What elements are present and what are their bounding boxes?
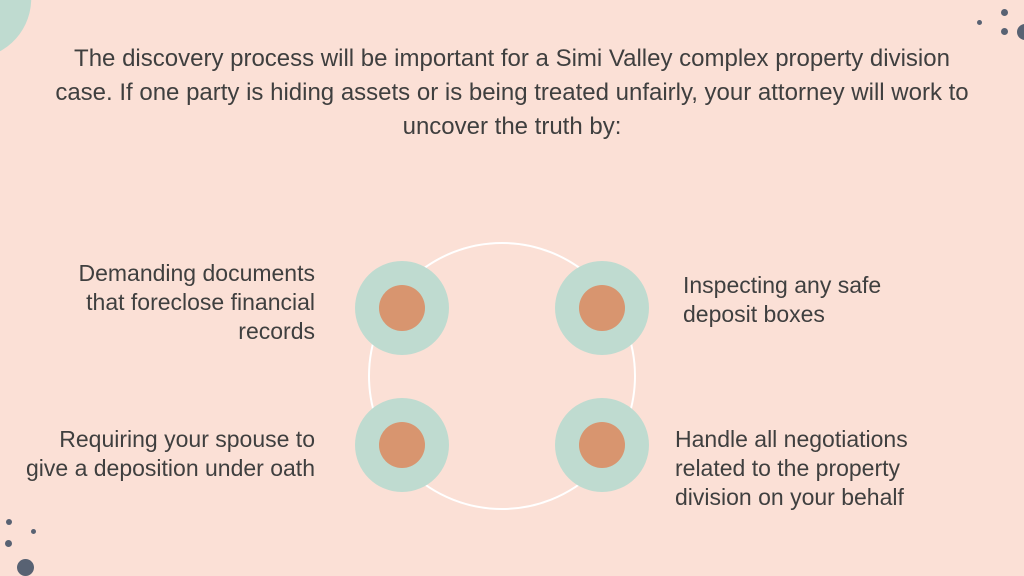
decorative-dot: [17, 559, 34, 576]
node-top-right: [555, 261, 649, 355]
node-top-left: [355, 261, 449, 355]
decorative-dot: [1017, 24, 1024, 40]
item-label-inspecting-boxes: Inspecting any safe deposit boxes: [683, 272, 882, 327]
decorative-blob: [0, 0, 49, 61]
node-bottom-left: [355, 398, 449, 492]
node-core: [379, 422, 425, 468]
intro-paragraph: The discovery process will be important …: [55, 45, 969, 140]
node-core: [579, 285, 625, 331]
decorative-dot: [1001, 28, 1008, 35]
item-label-demanding-documents: Demanding documents that foreclose finan…: [78, 260, 315, 344]
node-bottom-right: [555, 398, 649, 492]
item-label-requiring-deposition: Requiring your spouse to give a depositi…: [26, 426, 315, 481]
decorative-dot: [31, 529, 36, 534]
decorative-dot: [1001, 9, 1008, 16]
decorative-dot: [5, 540, 12, 547]
decorative-dot: [977, 20, 982, 25]
decorative-dot: [6, 519, 12, 525]
node-core: [579, 422, 625, 468]
connector-ring: [368, 242, 636, 510]
node-core: [379, 285, 425, 331]
item-label-handle-negotiations: Handle all negotiations related to the p…: [675, 426, 908, 510]
